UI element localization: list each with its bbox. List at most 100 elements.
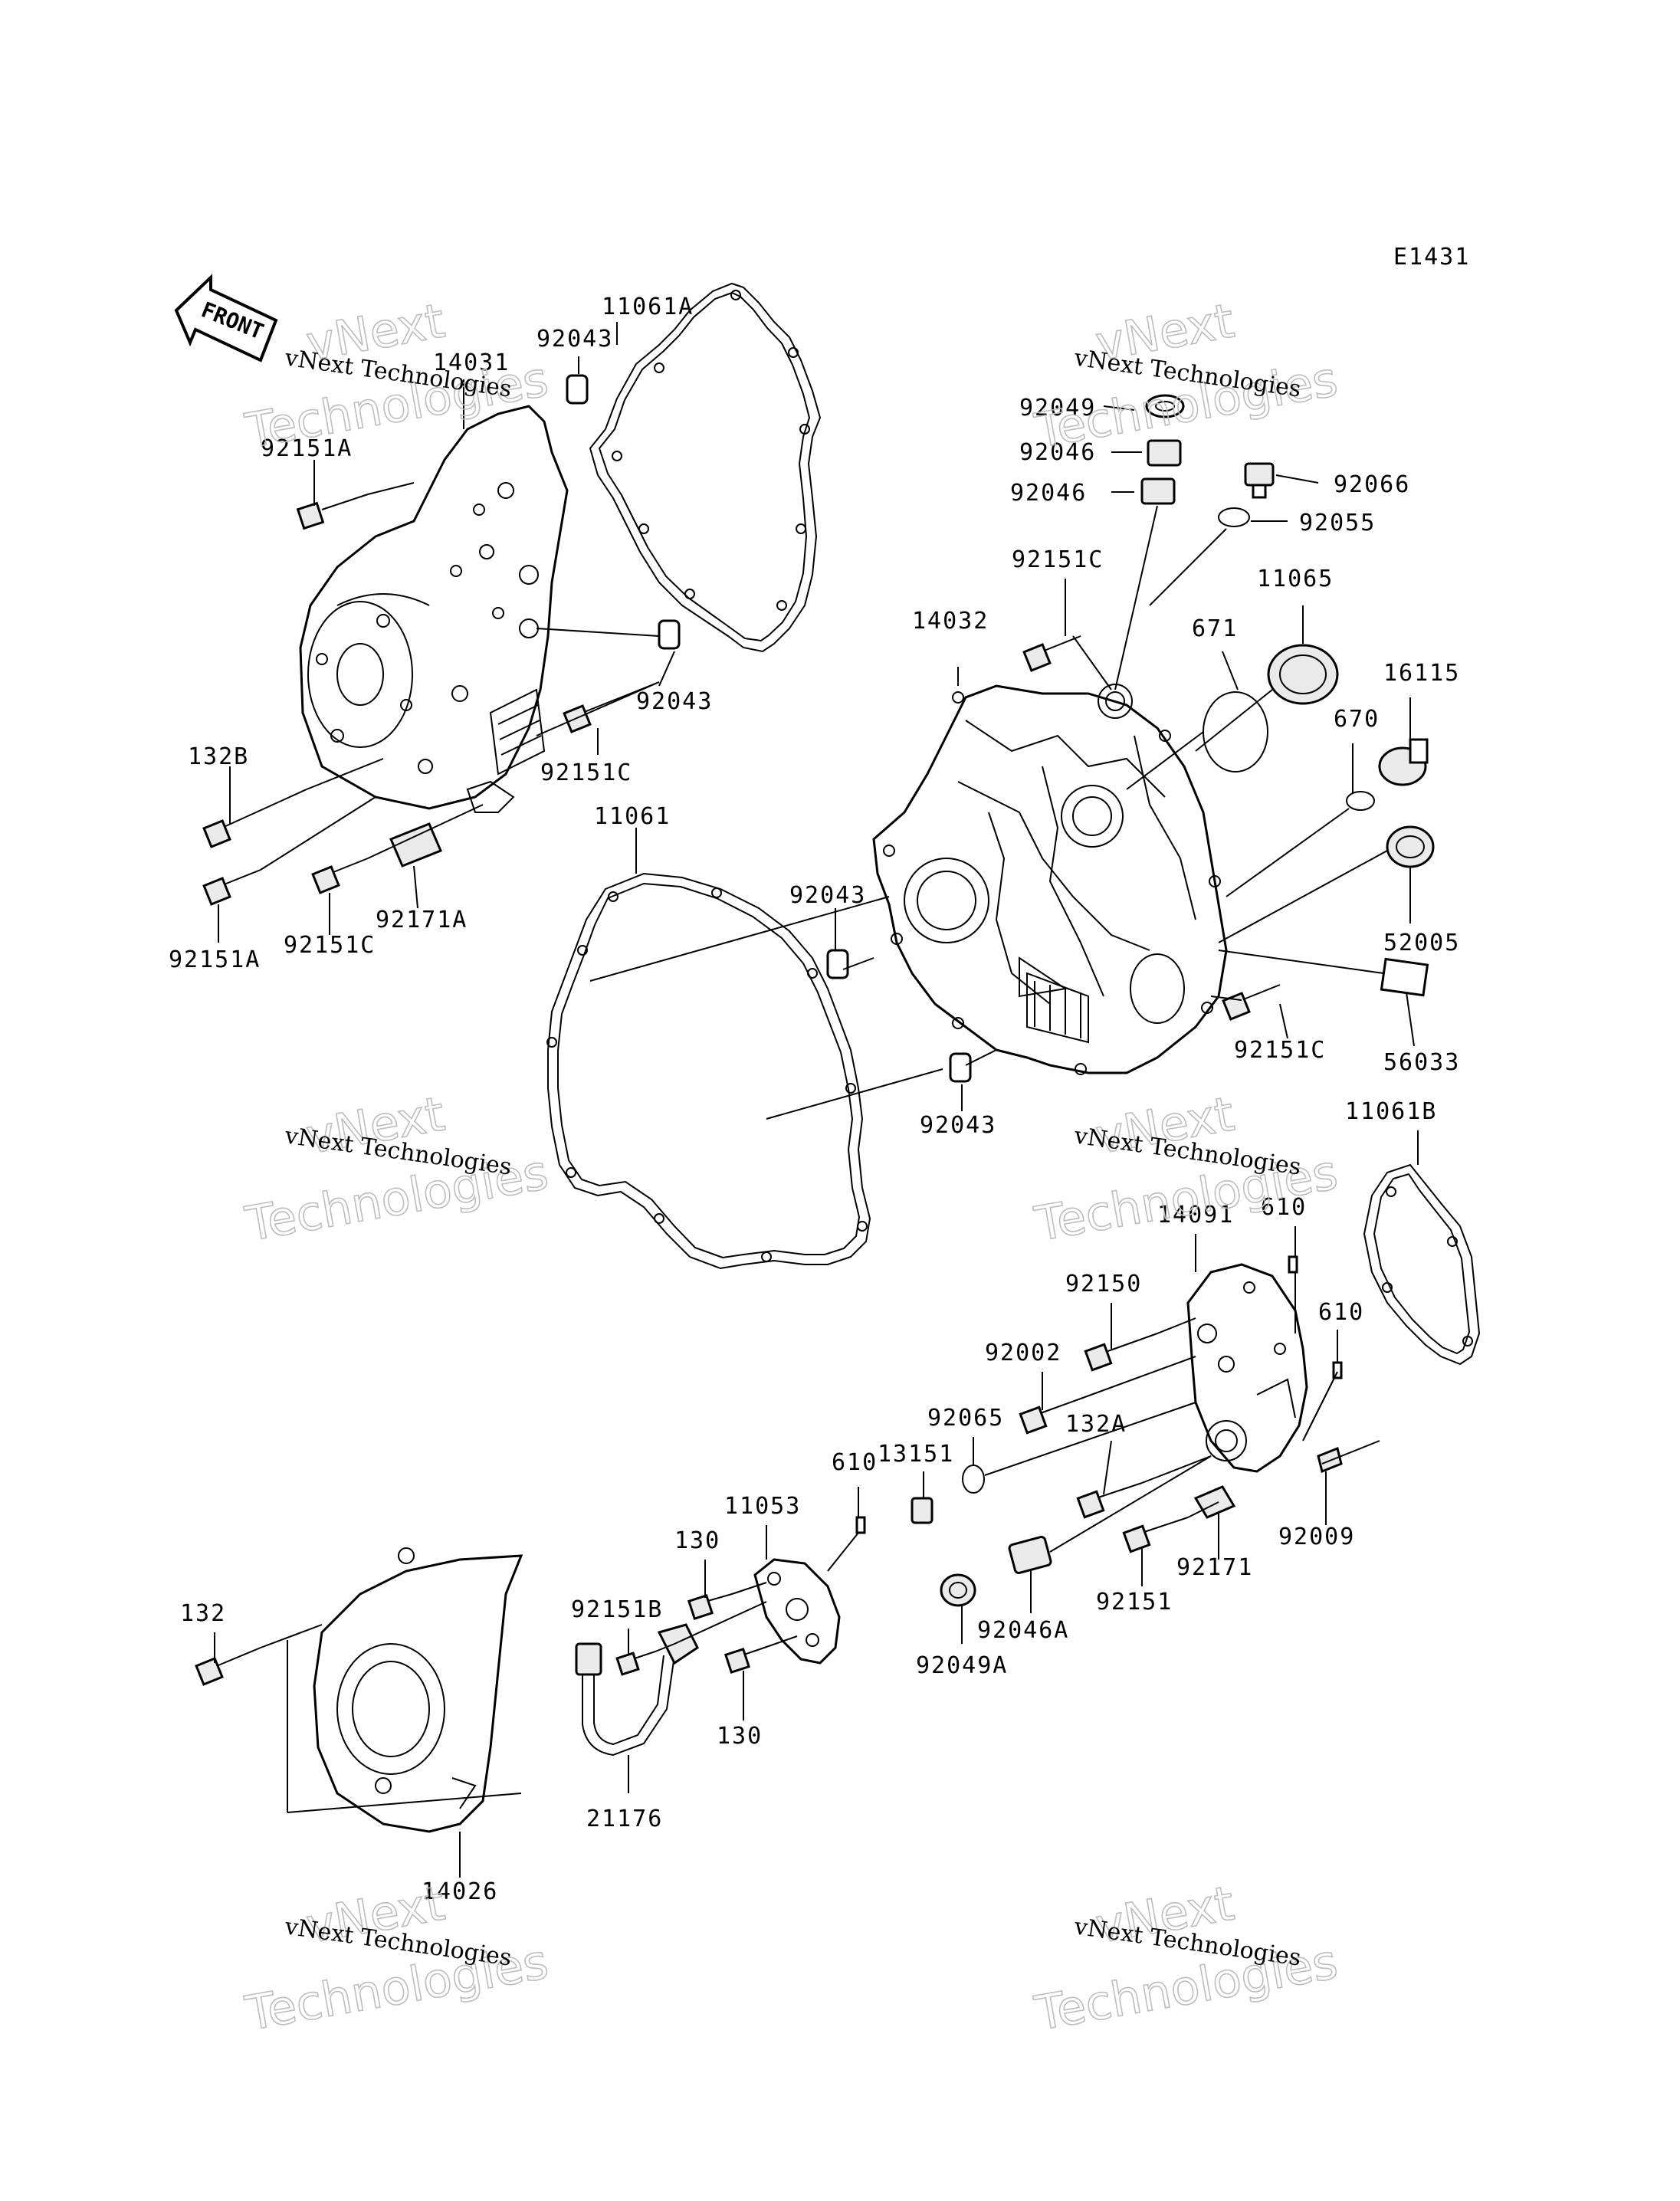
part-label: 92066 [1334, 471, 1410, 498]
part-label: 92171A [376, 907, 468, 933]
part-label: 132A [1065, 1411, 1127, 1438]
hose-21176 [575, 1623, 699, 1757]
part-label: 92151B [571, 1596, 663, 1623]
bearing-92046A [1008, 1536, 1052, 1574]
oring-92055 [1218, 507, 1250, 527]
part-label: 11065 [1257, 566, 1334, 592]
bolt-132 [195, 1647, 261, 1686]
part-label: 11061 [594, 803, 671, 830]
part-label: 13151 [878, 1441, 954, 1468]
dowel-92043-left-center [826, 949, 849, 979]
plate-11053 [753, 1558, 841, 1665]
part-label: 11061A [602, 294, 694, 320]
watermark-top-right: vNext Technologies vNext Technologies [1030, 292, 1342, 460]
part-label: 14091 [1157, 1202, 1234, 1228]
seal-92049A [940, 1573, 976, 1607]
right-engine-cover-14032 [872, 684, 1228, 1075]
sensor-13151 [911, 1497, 934, 1524]
part-label: 14031 [433, 349, 510, 376]
part-label: 671 [1192, 615, 1238, 642]
part-label: 92043 [920, 1112, 996, 1139]
part-label: 52005 [1383, 930, 1460, 956]
watermark-bottom-right: vNext Technologies vNext Technologies [1030, 1875, 1342, 2042]
bolt-92002 [1019, 1398, 1081, 1435]
part-label: 92150 [1065, 1271, 1142, 1297]
part-label: 92151C [1012, 546, 1104, 573]
cap-11065 [1267, 644, 1339, 705]
watermark-mid-left: vNext Technologies vNext Technologies [241, 1085, 553, 1253]
label-56033 [1380, 957, 1429, 997]
part-label: 92046A [977, 1617, 1069, 1644]
part-label: 92046 [1010, 480, 1087, 507]
bolt-132A [1076, 1482, 1143, 1519]
pin-610-c [855, 1516, 866, 1534]
part-labels: 11061A 92043 14031 92151A 92043 92151C 1… [169, 294, 1460, 1905]
bearing-92046-a [1147, 439, 1182, 467]
part-label: 92065 [927, 1405, 1004, 1432]
plug-92066 [1244, 462, 1275, 499]
part-label: 14032 [912, 608, 989, 635]
part-label: 92151C [1234, 1037, 1326, 1064]
part-label: 130 [717, 1723, 763, 1750]
leader-lines [214, 322, 1419, 1878]
bolt-92151C-left [311, 858, 369, 894]
oring-670 [1346, 791, 1375, 811]
part-label: 92043 [789, 882, 866, 909]
part-label: 56033 [1383, 1049, 1460, 1076]
left-engine-cover-14031 [299, 405, 569, 813]
diagram-code: E1431 [1393, 244, 1470, 271]
bolt-92151A-top [296, 494, 369, 530]
part-label: 14026 [422, 1878, 498, 1905]
cover-14091 [1186, 1263, 1308, 1473]
part-label: 92046 [1019, 439, 1096, 466]
bearing-92046-b [1140, 477, 1176, 505]
part-label: 132B [188, 743, 249, 770]
part-label: 130 [674, 1527, 720, 1554]
bolt-92150 [1084, 1333, 1158, 1372]
part-label: 21176 [586, 1806, 663, 1832]
dowel-92043-top [566, 374, 589, 405]
part-label: 610 [832, 1449, 878, 1476]
part-label: 92055 [1299, 510, 1376, 536]
part-label: 92151 [1096, 1589, 1173, 1615]
part-label: 92151A [169, 946, 261, 973]
bolt-92151C-top-right [1022, 635, 1081, 672]
part-label: 92151C [540, 759, 632, 786]
part-label: 92043 [536, 326, 613, 353]
part-label: 92151A [261, 435, 353, 462]
cap-16115 [1378, 738, 1429, 786]
part-label: 92049A [916, 1652, 1008, 1679]
part-label: 92151C [284, 932, 376, 959]
part-label: 92009 [1278, 1524, 1355, 1550]
part-label: 11061B [1345, 1098, 1437, 1125]
part-label: 11053 [724, 1493, 801, 1520]
part-label: 92049 [1019, 395, 1096, 422]
dowel-92043-mid [658, 619, 681, 650]
watermark-bottom-left: vNext Technologies vNext Technologies [241, 1875, 553, 2042]
sprocket-cover-14026 [313, 1547, 523, 1833]
dowel-92043-bottom [949, 1052, 972, 1083]
part-label: 132 [180, 1600, 226, 1627]
bolt-130-bottom [724, 1645, 769, 1675]
gasket-11061B [1363, 1163, 1481, 1366]
part-label: 92002 [985, 1340, 1061, 1366]
part-label: 610 [1318, 1299, 1364, 1326]
part-label: 16115 [1383, 660, 1460, 687]
bolt-92151B [615, 1651, 656, 1676]
gasket-11061A [589, 282, 822, 653]
part-label: 92171 [1176, 1554, 1253, 1581]
bolt-130-top [687, 1593, 733, 1621]
seal-92049 [1145, 394, 1185, 418]
seal-52005 [1386, 825, 1435, 868]
part-label: 670 [1334, 706, 1380, 733]
pin-610-a [1288, 1255, 1298, 1274]
damper-92171A [389, 822, 442, 868]
front-arrow-icon: FRONT [174, 274, 278, 362]
damper-92171 [1193, 1485, 1236, 1519]
gasket-11061 [546, 872, 871, 1270]
bolt-92151A-bottom [202, 869, 261, 906]
bolt-92151 [1122, 1517, 1189, 1553]
bolt-132B [202, 789, 307, 848]
oring-671 [1203, 691, 1268, 772]
